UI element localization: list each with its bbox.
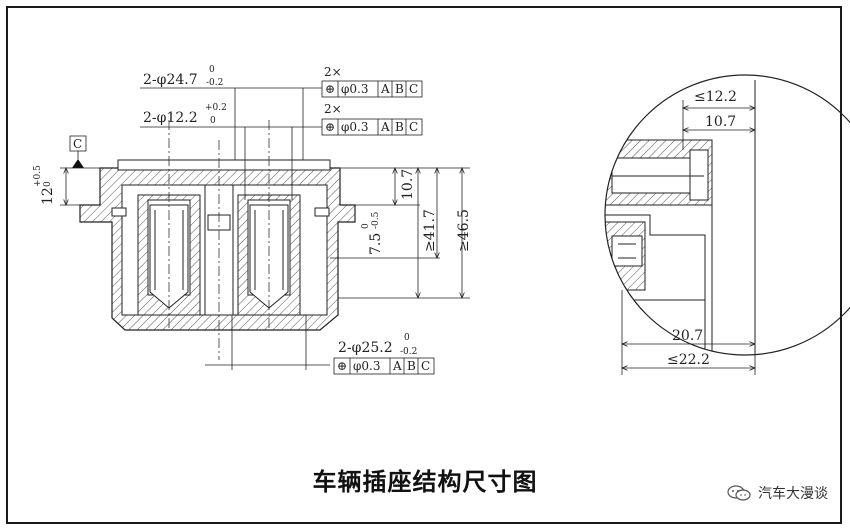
dim-w12-2: ≤12.2 xyxy=(694,89,737,105)
brand-name: 汽车大漫谈 xyxy=(758,486,828,502)
svg-text:⊕: ⊕ xyxy=(325,120,335,134)
dim-d25-2: 2-φ25.2 0 -0.2 xyxy=(338,333,417,357)
svg-text:+0.5: +0.5 xyxy=(33,165,43,187)
dim-h7-5: 7.5 0 -0.5 xyxy=(361,211,384,255)
detail-view xyxy=(604,74,850,356)
svg-text:A: A xyxy=(392,359,402,373)
diameter-dimension-lines xyxy=(140,87,330,370)
svg-text:12: 12 xyxy=(40,187,56,205)
svg-text:C: C xyxy=(409,82,418,96)
svg-text:2-φ24.7: 2-φ24.7 xyxy=(143,72,198,88)
socket-section-view xyxy=(79,159,356,331)
svg-text:B: B xyxy=(407,359,416,373)
height-dimension-lines xyxy=(60,168,470,298)
svg-text:0: 0 xyxy=(404,333,410,343)
dim-d12-2: 2-φ12.2 +0.2 0 xyxy=(143,103,227,126)
svg-text:2-φ25.2: 2-φ25.2 xyxy=(338,340,393,356)
dim-w20-7: 20.7 xyxy=(672,328,703,344)
dim-h41-7: ≥41.7 xyxy=(422,209,438,252)
fcf-top: 2× ⊕ φ0.3 A B C xyxy=(321,65,423,98)
brand-watermark: 汽车大漫谈 xyxy=(726,483,828,503)
svg-text:B: B xyxy=(395,120,404,134)
dim-h12: 12 +0.5 0 xyxy=(33,165,56,205)
svg-text:+0.2: +0.2 xyxy=(205,103,227,113)
dim-w22-2: ≤22.2 xyxy=(667,352,710,368)
svg-text:2×: 2× xyxy=(324,65,342,79)
svg-text:φ0.3: φ0.3 xyxy=(353,359,381,373)
figure-caption: 车辆插座结构尺寸图 xyxy=(312,468,538,496)
figure-frame xyxy=(6,6,842,524)
svg-text:B: B xyxy=(395,82,404,96)
svg-text:⊕: ⊕ xyxy=(325,82,335,96)
fcf-bottom: ⊕ φ0.3 A B C xyxy=(333,357,435,375)
svg-text:C: C xyxy=(409,120,418,134)
svg-text:A: A xyxy=(380,120,390,134)
svg-text:A: A xyxy=(380,82,390,96)
svg-text:2×: 2× xyxy=(324,102,342,116)
svg-text:C: C xyxy=(421,359,430,373)
svg-text:-0.2: -0.2 xyxy=(206,78,223,88)
svg-text:7.5: 7.5 xyxy=(368,233,384,255)
svg-text:⊕: ⊕ xyxy=(337,359,347,373)
svg-text:0: 0 xyxy=(43,181,53,187)
dim-d24-7: 2-φ24.7 0 -0.2 xyxy=(143,65,223,88)
dim-h46-5: ≥46.5 xyxy=(456,209,472,252)
dim-w10-7: 10.7 xyxy=(705,114,736,130)
svg-text:0: 0 xyxy=(210,116,216,126)
svg-text:φ0.3: φ0.3 xyxy=(341,82,369,96)
svg-text:0: 0 xyxy=(361,223,371,229)
svg-text:0: 0 xyxy=(209,65,215,75)
dim-h10-7: 10.7 xyxy=(400,169,416,200)
detail-dimension-lines xyxy=(622,95,755,375)
fcf-mid: 2× ⊕ φ0.3 A B C xyxy=(321,102,423,136)
svg-text:-0.5: -0.5 xyxy=(371,211,381,229)
datum-c-symbol xyxy=(69,135,87,168)
centerlines xyxy=(168,120,270,360)
svg-text:φ0.3: φ0.3 xyxy=(341,120,369,134)
svg-text:-0.2: -0.2 xyxy=(400,347,417,357)
svg-text:2-φ12.2: 2-φ12.2 xyxy=(143,110,198,126)
datum-c-label: C xyxy=(73,137,82,151)
wechat-icon xyxy=(727,485,751,501)
